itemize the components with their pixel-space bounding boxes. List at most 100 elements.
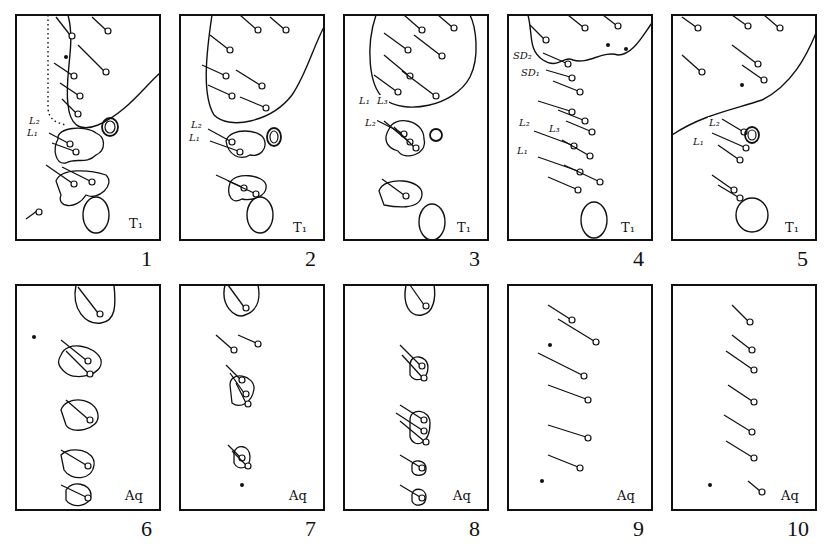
pin-line (232, 451, 246, 465)
pin-head (419, 495, 425, 501)
pin-head (237, 149, 243, 155)
pin-head (759, 489, 765, 495)
pin-line (400, 421, 424, 441)
pin-head (695, 25, 701, 31)
callout-label: L₂ (28, 115, 41, 126)
pin-head (419, 465, 425, 471)
pin-line (54, 63, 72, 75)
pin-line (438, 15, 452, 27)
pin-head (421, 428, 427, 434)
pin-line (400, 345, 420, 365)
pin-line (78, 45, 104, 71)
pin-line (548, 305, 570, 319)
pin-head (585, 435, 591, 441)
pin-head (565, 61, 571, 67)
pin-head (751, 367, 757, 373)
region-outline (206, 15, 324, 123)
cell-outline (379, 181, 422, 207)
pin-line (548, 455, 578, 467)
pin-head (569, 75, 575, 81)
region-outline (672, 33, 816, 135)
dot (740, 83, 744, 87)
pin-line (726, 351, 752, 369)
pin-line (228, 285, 244, 307)
dot (240, 483, 244, 487)
panel-sketch (16, 285, 160, 510)
pin-head (395, 89, 401, 95)
callout-label: SD₁ (520, 67, 541, 78)
pin-head (229, 93, 235, 99)
pin-line (564, 165, 598, 181)
pin-line (538, 353, 582, 375)
dot (64, 55, 68, 59)
pin-head (73, 149, 79, 155)
panel-sketch (344, 285, 488, 510)
panel-sketch (344, 15, 488, 240)
pin-line (402, 355, 422, 377)
pin-line (236, 383, 246, 403)
panel-number: 9 (632, 517, 645, 541)
panel-number: 3 (468, 247, 481, 271)
pin-line (26, 211, 37, 219)
pin-line (208, 85, 230, 95)
pin-line (62, 167, 90, 181)
pin-line (374, 75, 396, 91)
pin-line (46, 165, 72, 183)
pin-line (61, 450, 86, 465)
pin-line (52, 143, 74, 151)
panel-tag: Aq (780, 489, 800, 503)
pin-line (270, 17, 284, 29)
pin-line (404, 15, 420, 29)
pin-line (56, 17, 70, 35)
pin-line (603, 15, 616, 25)
ring (745, 127, 759, 143)
region-outline (528, 15, 652, 64)
pin-line (548, 385, 586, 399)
pin-head (451, 25, 457, 31)
dot (548, 343, 552, 347)
pin-line (240, 97, 264, 107)
region-outline (67, 15, 160, 128)
callout-label: L₁ (692, 136, 705, 147)
callout-label: L₁ (188, 132, 201, 143)
pin-head (582, 118, 588, 124)
pin-line (66, 400, 88, 419)
panel-tag: Aq (452, 489, 472, 503)
pin-line (92, 17, 106, 30)
callout-label: L₂ (518, 117, 531, 128)
pin-head (749, 347, 755, 353)
panel-frame (16, 285, 160, 510)
pin-line (400, 405, 422, 419)
pin-head (587, 153, 593, 159)
panel-frame (508, 15, 652, 240)
pin-line (228, 445, 240, 457)
callout-label: L₁ (26, 127, 39, 138)
pin-line (764, 15, 778, 27)
pin-line (728, 385, 752, 401)
pin-line (568, 15, 583, 27)
panel-tag: T₁ (784, 221, 800, 235)
pin-line (724, 415, 750, 431)
region-outline (370, 15, 476, 107)
pin-head (543, 37, 549, 43)
callout-label: L₃ (376, 95, 389, 106)
callout-label: L₂ (364, 117, 377, 128)
panel-sketch (508, 285, 652, 510)
dot (708, 483, 712, 487)
pin-line (216, 335, 232, 349)
panel-sketch (180, 285, 324, 510)
pin-head (223, 73, 229, 79)
pin-head (593, 339, 599, 345)
pin-head (569, 317, 575, 323)
panel-number: 8 (468, 517, 481, 541)
panel-sketch (16, 15, 160, 240)
pin-head (575, 187, 581, 193)
pin-line (210, 141, 238, 151)
pin-line (712, 133, 744, 147)
pin-line (732, 15, 746, 25)
panel-number: 7 (304, 517, 317, 541)
pin-line (726, 441, 752, 457)
pin-head (413, 145, 419, 151)
pin-head (263, 105, 269, 111)
oval (247, 197, 273, 233)
